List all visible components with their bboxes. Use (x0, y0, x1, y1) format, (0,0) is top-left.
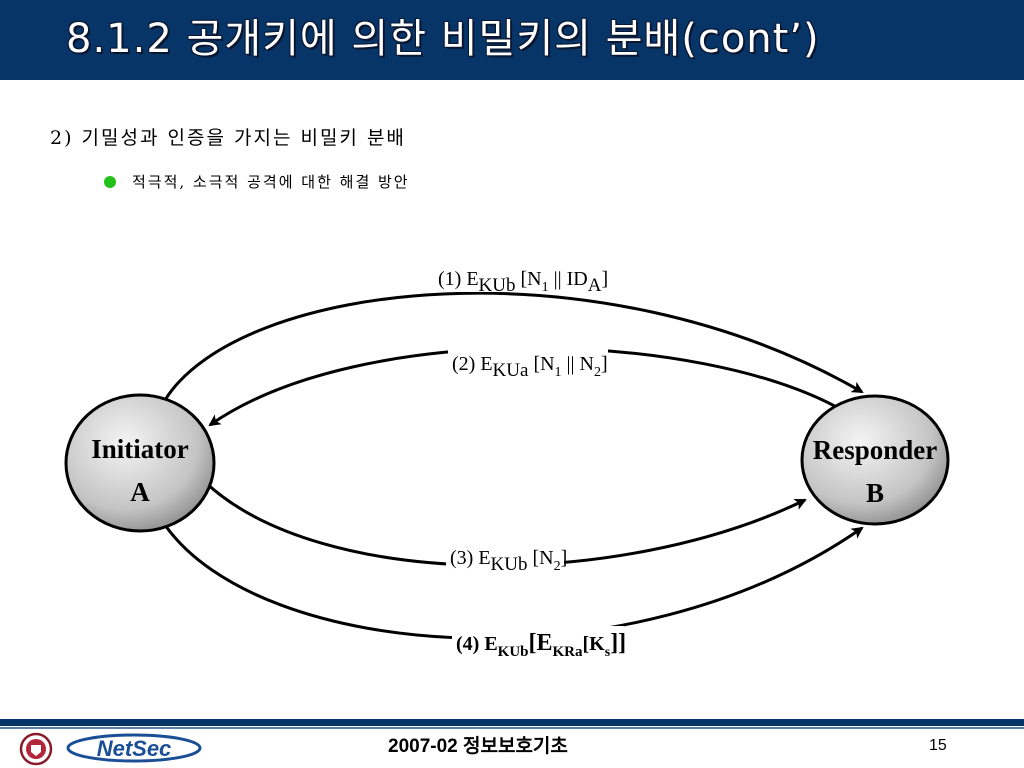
initiator-label-line2: A (130, 477, 150, 507)
msg2-step: (2) (452, 353, 475, 375)
msg4-body: [E (529, 630, 553, 656)
msg3-e: E (478, 547, 490, 569)
msg2-e: E (480, 353, 492, 375)
msg1-sep: || ID (549, 268, 588, 290)
footer-divider (0, 727, 1024, 729)
msg1-body-sub: 1 (542, 280, 549, 295)
netsec-logo: NetSec (66, 733, 202, 763)
msg4-key: KUb (498, 644, 529, 660)
msg3-key: KUb (491, 554, 528, 575)
initiator-node (64, 393, 216, 533)
msg1-key: KUb (479, 275, 516, 296)
msg3-body-sub: 2 (554, 559, 561, 574)
message-label-3: (3) EKUb [N2] (450, 547, 567, 575)
university-seal-icon (19, 732, 53, 766)
msg4-e: E (484, 633, 497, 655)
bullet-text: 적극적, 소극적 공격에 대한 해결 방안 (132, 173, 410, 191)
slide-title: 8.1.2 공개키에 의한 비밀키의 분배(cont’) (66, 16, 820, 62)
message-label-1: (1) EKUb [N1 || IDA] (438, 268, 608, 296)
msg3-body: [N (533, 547, 554, 569)
msg4-inner-tail: s (605, 645, 611, 660)
msg1-body: [N (521, 268, 542, 290)
msg2-body: [N (533, 353, 554, 375)
msg1-tail: A (588, 275, 602, 296)
msg1-end: ] (601, 268, 608, 290)
netsec-logo-text: NetSec (97, 736, 172, 761)
section-heading: 2) 기밀성과 인증을 가지는 비밀키 분배 (50, 127, 406, 149)
msg2-key: KUa (493, 360, 529, 381)
bullet-item: 적극적, 소극적 공격에 대한 해결 방안 (104, 171, 410, 192)
msg4-inner-body: [K (583, 633, 606, 655)
msg3-end: ] (561, 547, 568, 569)
footer-bar (0, 719, 1024, 726)
responder-label-line2: B (866, 478, 884, 508)
msg2-sep: || N (562, 353, 594, 375)
msg2-end: ] (601, 353, 608, 375)
footer-text: 2007-02 정보보호기초 (388, 736, 568, 757)
msg4-inner-key: KRa (553, 644, 584, 660)
title-bar: 8.1.2 공개키에 의한 비밀키의 분배(cont’) (0, 0, 1024, 80)
msg4-end: ]] (610, 630, 626, 656)
msg1-step: (1) (438, 268, 461, 290)
msg2-body-sub: 1 (555, 365, 562, 380)
msg4-step: (4) (456, 633, 479, 655)
msg2-tail: 2 (594, 365, 601, 380)
arrow-1 (163, 291, 864, 401)
message-label-4: (4) EKUb[EKRa[Ks]] (456, 630, 626, 660)
msg1-e: E (466, 268, 478, 290)
page-number: 15 (929, 737, 947, 754)
bullet-dot-icon (104, 175, 116, 188)
initiator-label-line1: Initiator (91, 434, 189, 464)
responder-node (800, 394, 950, 526)
msg3-step: (3) (450, 547, 473, 569)
responder-label-line1: Responder (813, 435, 938, 465)
message-label-2: (2) EKUa [N1 || N2] (452, 353, 608, 381)
